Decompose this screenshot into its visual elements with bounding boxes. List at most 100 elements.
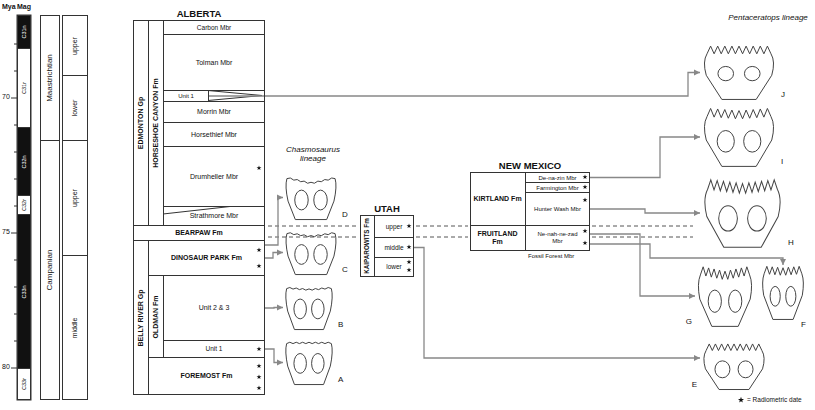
specimen-letter: F bbox=[801, 321, 806, 330]
star-shape bbox=[738, 397, 744, 403]
arrow-head bbox=[694, 70, 700, 76]
unit-box: Unit 2 & 3 bbox=[163, 275, 265, 341]
frill-opening bbox=[312, 299, 324, 319]
time-band: C32n bbox=[17, 127, 31, 196]
frill-opening bbox=[738, 361, 753, 378]
date-star bbox=[257, 263, 262, 268]
time-label: Campanian bbox=[46, 250, 55, 291]
formation-box: FRUITLAND FmNe-nah-ne-zad Mbr bbox=[470, 225, 590, 251]
formation-box: KIRTLAND FmDe-na-zin MbrFarmington MbrHu… bbox=[470, 172, 590, 226]
date-star bbox=[257, 374, 262, 379]
frill-figure: A bbox=[283, 340, 335, 385]
time-label: upper bbox=[71, 189, 79, 207]
frill-opening bbox=[312, 354, 324, 374]
frill-figure: J bbox=[700, 45, 778, 100]
connector bbox=[265, 195, 283, 246]
unit-box: Unit 1 bbox=[163, 340, 265, 358]
unit-name: Unit 1 bbox=[178, 93, 194, 100]
arrow-head bbox=[277, 195, 283, 201]
frill-outline bbox=[705, 180, 780, 248]
frill-drawing bbox=[283, 285, 335, 330]
unit-box: middle bbox=[374, 237, 414, 258]
connector bbox=[265, 349, 283, 366]
dashed-line bbox=[592, 237, 693, 238]
connector-line bbox=[265, 349, 283, 363]
unit-name: Morrin Mbr bbox=[197, 108, 231, 116]
frill-figure: E bbox=[700, 343, 768, 390]
unit-box: Horsethief Mbr bbox=[163, 122, 265, 147]
unit-name: Unit 1 bbox=[206, 345, 223, 352]
specimen-letter: H bbox=[788, 239, 794, 248]
date-star bbox=[257, 247, 262, 252]
date-star bbox=[583, 197, 588, 202]
arrow-head bbox=[694, 134, 700, 140]
date-stars bbox=[257, 165, 588, 390]
date-star bbox=[407, 259, 412, 264]
frill-outline bbox=[698, 267, 751, 327]
specimen-letter: G bbox=[686, 318, 692, 327]
frill-opening bbox=[708, 290, 721, 312]
arrow-head bbox=[694, 355, 700, 361]
unit-name: Strathmore Mbr bbox=[190, 212, 239, 220]
dashed-line bbox=[268, 226, 358, 227]
region-title: NEW MEXICO bbox=[499, 161, 561, 171]
unit-name: FOREMOST Fm bbox=[180, 372, 232, 380]
connector-line bbox=[590, 137, 700, 178]
frill-opening bbox=[744, 131, 761, 153]
time-label: C33n bbox=[21, 285, 27, 298]
unit-box: EDMONTON GpHORSESHOE CANYON FmCarbon Mbr… bbox=[133, 20, 265, 226]
frill-drawing bbox=[700, 107, 778, 167]
frill-figure: H bbox=[700, 178, 785, 248]
region-title: UTAH bbox=[374, 204, 400, 214]
connector bbox=[265, 305, 283, 311]
unit-name: Farmington Mbr bbox=[536, 184, 578, 191]
frill-outline bbox=[286, 233, 336, 275]
legend-star bbox=[737, 396, 745, 404]
unit-box: FOREMOST Fm bbox=[148, 357, 265, 395]
time-band: C33n bbox=[17, 214, 31, 369]
frill-outline bbox=[286, 287, 332, 329]
frill-opening bbox=[786, 286, 796, 306]
connector-line bbox=[414, 248, 700, 359]
specimen-letter: A bbox=[338, 376, 343, 385]
specimen-letter: I bbox=[781, 158, 783, 167]
time-band: C33r bbox=[17, 368, 31, 400]
unit-box: lower bbox=[374, 257, 414, 277]
frill-drawing bbox=[700, 45, 778, 100]
frill-opening bbox=[744, 66, 760, 80]
frill-opening bbox=[715, 361, 730, 378]
unit-box: BEARPAW Fm bbox=[133, 225, 265, 241]
frill-drawing bbox=[283, 175, 339, 220]
time-band: C31r bbox=[17, 48, 31, 128]
unit-box: Strathmore Mbr bbox=[163, 206, 265, 226]
frill-figure: B bbox=[283, 285, 335, 330]
specimen-letter: C bbox=[342, 266, 348, 275]
frill-figure: G bbox=[695, 265, 755, 327]
frill-figure: F bbox=[760, 265, 806, 320]
unit-name: upper bbox=[386, 223, 403, 230]
date-star bbox=[583, 240, 588, 245]
connector-line bbox=[265, 198, 283, 246]
dashed-line bbox=[592, 226, 693, 227]
unit-name: OLDMAN Fm bbox=[152, 295, 160, 338]
frill-outline bbox=[704, 46, 773, 99]
date-star bbox=[257, 165, 262, 170]
unit-box: OLDMAN FmUnit 2 & 3 Unit 1 bbox=[148, 275, 265, 358]
legend-row: = Radiometric date bbox=[737, 396, 802, 404]
time-label: lower bbox=[71, 100, 79, 117]
frill-opening bbox=[314, 245, 327, 265]
connector bbox=[265, 250, 283, 259]
frill-figure: D bbox=[283, 175, 339, 220]
date-star bbox=[407, 244, 412, 249]
frill-figure: C bbox=[283, 230, 339, 275]
time-label: C31n bbox=[21, 25, 27, 38]
arrow-head bbox=[277, 305, 283, 311]
unit-name: DINOSAUR PARK Fm bbox=[171, 254, 242, 262]
specimen-letter: J bbox=[781, 91, 785, 100]
unit-name: Carbon Mbr bbox=[197, 24, 231, 31]
specimen-letter: B bbox=[338, 321, 343, 330]
unit-name: KAIPAROWITS Fm bbox=[364, 218, 371, 274]
unit-box: KAIPAROWITS Fm upper middlelower bbox=[360, 215, 414, 277]
